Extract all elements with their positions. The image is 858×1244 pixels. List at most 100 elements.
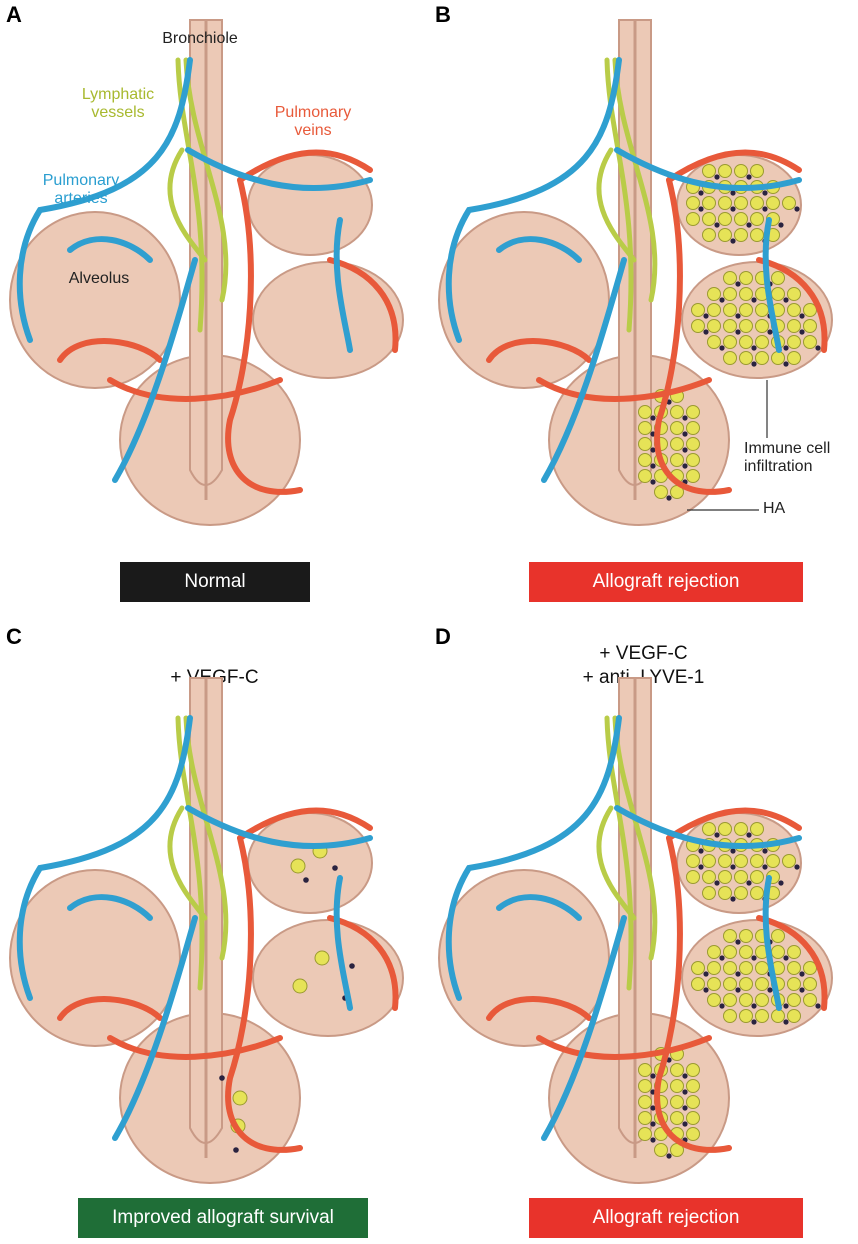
- ha-dot: [666, 1153, 671, 1158]
- ha-dot: [650, 1073, 655, 1078]
- ha-dot: [778, 880, 783, 885]
- immune-cell: [756, 336, 769, 349]
- ha-dot: [730, 864, 735, 869]
- ha-dot: [703, 971, 708, 976]
- immune-cell: [708, 320, 721, 333]
- immune-cell: [740, 994, 753, 1007]
- immune-cell: [756, 352, 769, 365]
- immune-cell: [751, 871, 764, 884]
- ha-dot: [799, 313, 804, 318]
- immune-cell: [724, 962, 737, 975]
- illustration-group: [439, 678, 832, 1183]
- ha-dot: [682, 463, 687, 468]
- ha-dot: [703, 313, 708, 318]
- alveolus-mid-right: [253, 262, 403, 378]
- immune-cell: [735, 823, 748, 836]
- immune-cell: [315, 951, 329, 965]
- immune-cell: [687, 1112, 700, 1125]
- immune-cell: [719, 229, 732, 242]
- ha-dot: [730, 896, 735, 901]
- immune-cell: [772, 930, 785, 943]
- panel-c-vegf-c: C + VEGF-C Improved allograft survival: [0, 622, 429, 1244]
- panel-d-vegf-c-anti-lyve-1: D + VEGF-C + anti–LYVE-1 Allograft rejec…: [429, 622, 858, 1244]
- ha-dot: [815, 1003, 820, 1008]
- ha-dot: [730, 190, 735, 195]
- ha-dot: [682, 1073, 687, 1078]
- immune-cell: [708, 962, 721, 975]
- immune-cell: [703, 229, 716, 242]
- immune-cell: [751, 887, 764, 900]
- ha-dot: [799, 971, 804, 976]
- immune-cell: [767, 197, 780, 210]
- ha-dot: [719, 345, 724, 350]
- ha-dot: [650, 1121, 655, 1126]
- ha-dot: [746, 222, 751, 227]
- immune-cell: [804, 978, 817, 991]
- immune-cell: [735, 229, 748, 242]
- immune-cell: [687, 1080, 700, 1093]
- immune-cell: [724, 930, 737, 943]
- immune-cell: [708, 336, 721, 349]
- immune-cell: [751, 165, 764, 178]
- immune-cell: [708, 994, 721, 1007]
- ha-dot: [799, 987, 804, 992]
- immune-cell: [687, 422, 700, 435]
- alveolus-label: Alveolus: [44, 270, 154, 288]
- immune-cell: [639, 1080, 652, 1093]
- ha-dot: [666, 495, 671, 500]
- immune-cell: [639, 1128, 652, 1141]
- immune-cell: [639, 454, 652, 467]
- ha-dot: [751, 955, 756, 960]
- immune-cell: [788, 994, 801, 1007]
- immune-cell: [687, 454, 700, 467]
- ha-dot: [735, 987, 740, 992]
- immune-cell: [756, 962, 769, 975]
- immune-cell: [751, 823, 764, 836]
- alveolus-top-right: [248, 155, 372, 255]
- ha-dot: [783, 361, 788, 366]
- immune-cell: [783, 855, 796, 868]
- ha-dot: [650, 415, 655, 420]
- immune-cell: [703, 197, 716, 210]
- immune-cell: [724, 1010, 737, 1023]
- ha-dot: [730, 238, 735, 243]
- immune-cell: [671, 1096, 684, 1109]
- immune-cell: [692, 962, 705, 975]
- ha-dot: [719, 297, 724, 302]
- immune-cell: [804, 336, 817, 349]
- immune-cell: [687, 213, 700, 226]
- immune-cell: [735, 855, 748, 868]
- ha-dot: [650, 1137, 655, 1142]
- ha-dot: [783, 1019, 788, 1024]
- ha-dot: [746, 174, 751, 179]
- immune-cell: [751, 229, 764, 242]
- ha-label: HA: [763, 500, 803, 518]
- immune-cell: [740, 288, 753, 301]
- immune-cell: [751, 213, 764, 226]
- immune-cell: [751, 197, 764, 210]
- ha-dot: [762, 864, 767, 869]
- immune-cell: [804, 994, 817, 1007]
- immune-cell: [692, 978, 705, 991]
- ha-dot: [233, 1147, 239, 1153]
- ha-dot: [762, 190, 767, 195]
- immune-cell: [735, 887, 748, 900]
- ha-dot: [703, 329, 708, 334]
- immune-cell: [639, 470, 652, 483]
- immune-cell: [735, 871, 748, 884]
- immune-cell: [233, 1091, 247, 1105]
- ha-dot: [682, 1089, 687, 1094]
- immune-cell: [788, 978, 801, 991]
- immune-cell: [788, 336, 801, 349]
- immune-cell: [735, 213, 748, 226]
- immune-cell: [703, 855, 716, 868]
- ha-dot: [682, 415, 687, 420]
- immune-cell: [724, 978, 737, 991]
- ha-dot: [751, 297, 756, 302]
- immune-cell: [740, 978, 753, 991]
- immune-cell: [756, 320, 769, 333]
- status-banner: Allograft rejection: [529, 1198, 803, 1238]
- immune-cell: [708, 304, 721, 317]
- immune-cell: [687, 470, 700, 483]
